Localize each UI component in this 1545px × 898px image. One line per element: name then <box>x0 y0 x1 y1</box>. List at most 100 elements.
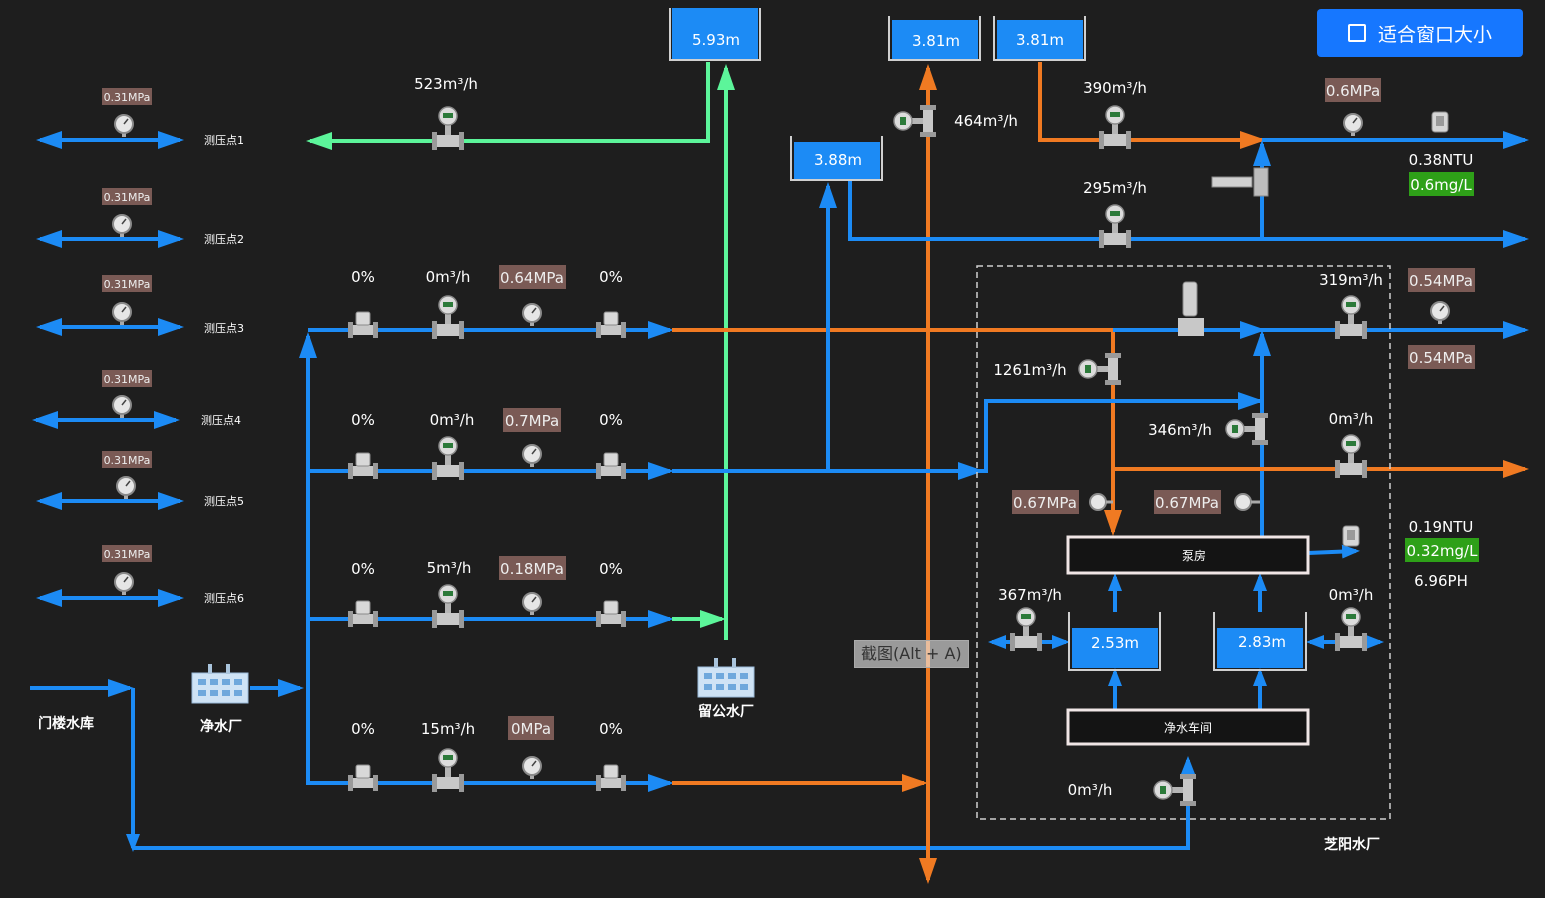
pressure-point-3-value: 0.31MPa <box>104 278 151 291</box>
tank-b-level: 3.81m <box>1016 31 1064 49</box>
flowmeter-icon[interactable] <box>1009 607 1043 652</box>
pressure-point-4[interactable]: 0.31MPa 测压点4 <box>102 370 241 427</box>
gauge-icon <box>112 302 132 326</box>
flowmeter-icon[interactable] <box>1078 352 1122 386</box>
bottom-return-pipe <box>133 756 1195 850</box>
flowmeter-icon[interactable] <box>1334 295 1368 340</box>
valve-icon[interactable] <box>347 600 379 628</box>
line-3-flow: 5m³/h <box>427 559 472 577</box>
pool-left: 2.53m <box>1068 612 1161 671</box>
gauge-icon <box>114 572 134 596</box>
fit-window-label: 适合窗口大小 <box>1377 23 1492 46</box>
jingshuichang-icon[interactable] <box>191 663 249 704</box>
flowmeter-icon[interactable] <box>1098 105 1132 150</box>
pressure-pump-right: 0.67MPa <box>1155 494 1219 512</box>
chlorine-bottom: 0.32mg/L <box>1407 542 1479 560</box>
pressure-points: 0.31MPa 测压点1 0.31MPa 测压点2 0.31MPa 测压点3 0… <box>102 88 244 605</box>
valve-icon[interactable] <box>347 311 379 339</box>
gauge-icon <box>522 444 542 468</box>
pressure-point-2[interactable]: 0.31MPa 测压点2 <box>102 188 244 246</box>
chlorine-injector[interactable] <box>1211 167 1269 197</box>
flowmeter-icon[interactable] <box>431 584 465 629</box>
flow-464: 464m³/h <box>954 112 1018 130</box>
branch-line-1: 0% 0m³/h 0.64MPa 0% <box>347 265 627 340</box>
ntu-top: 0.38NTU <box>1409 151 1474 169</box>
pressure-point-6-value: 0.31MPa <box>104 548 151 561</box>
flowmeter-icon[interactable] <box>1334 607 1368 652</box>
tank-c: 3.88m <box>790 136 883 181</box>
pressure-top-right: 0.6MPa <box>1326 82 1380 100</box>
line-2-pressure: 0.7MPa <box>505 412 559 430</box>
pump-house-label: 泵房 <box>1182 548 1206 563</box>
pressure-point-1-label: 测压点1 <box>204 134 244 147</box>
flow-367: 367m³/h <box>998 586 1062 604</box>
screenshot-tooltip: 截图(Alt + A) <box>854 640 969 668</box>
flow-523: 523m³/h <box>414 75 478 93</box>
checkbox-icon <box>1347 24 1366 42</box>
pressure-point-2-value: 0.31MPa <box>104 191 151 204</box>
flow-390: 390m³/h <box>1083 79 1147 97</box>
flow-346: 346m³/h <box>1148 421 1212 439</box>
pressure-point-5[interactable]: 0.31MPa 测压点5 <box>102 451 244 508</box>
flowmeter-icon[interactable] <box>431 106 465 151</box>
pressure-mid-right-2: 0.54MPa <box>1409 349 1473 367</box>
valve-icon[interactable] <box>347 452 379 480</box>
pressure-point-6[interactable]: 0.31MPa 测压点6 <box>102 545 244 605</box>
pressure-point-3-label: 测压点3 <box>204 322 244 335</box>
tanks: 5.93m 3.81m 3.81m 3.88m 2.53m 2.83m <box>669 8 1307 671</box>
pressure-point-1[interactable]: 0.31MPa 测压点1 <box>102 88 244 147</box>
pressure-point-5-label: 测压点5 <box>204 495 244 508</box>
line-1-flow: 0m³/h <box>426 268 471 286</box>
pool-right: 2.83m <box>1213 612 1307 671</box>
liugong-plant-icon[interactable] <box>697 657 755 698</box>
tank-liugong-level: 5.93m <box>692 31 740 49</box>
valve-icon[interactable] <box>595 452 627 480</box>
flowmeter-icon[interactable] <box>431 295 465 340</box>
flow-0-bottom: 0m³/h <box>1068 781 1113 799</box>
line-1-valve-out: 0% <box>599 268 623 286</box>
pressure-point-6-label: 测压点6 <box>204 592 244 605</box>
pool-left-level: 2.53m <box>1091 634 1139 652</box>
pump-house-box[interactable] <box>1066 535 1310 575</box>
jingshuichang-label: 净水厂 <box>200 718 242 735</box>
line-3-valve-in: 0% <box>351 560 375 578</box>
pressure-point-5-value: 0.31MPa <box>104 454 151 467</box>
turbidity-sensor-icon[interactable] <box>1431 111 1449 133</box>
line-3-pressure: 0.18MPa <box>500 560 564 578</box>
valve-icon[interactable] <box>347 764 379 792</box>
pressure-mid-right-1: 0.54MPa <box>1409 272 1473 290</box>
tank-c-level: 3.88m <box>814 151 862 169</box>
green-pipe-top <box>306 62 710 150</box>
plant-inlet-valve[interactable] <box>1178 281 1204 336</box>
tank-b-outlet <box>1038 62 1266 149</box>
pressure-point-3[interactable]: 0.31MPa 测压点3 <box>102 275 244 335</box>
flowmeter-icon[interactable] <box>1153 773 1197 807</box>
line-2-valve-in: 0% <box>351 411 375 429</box>
purify-workshop-box[interactable] <box>1066 708 1310 746</box>
pump-small-outlet <box>1307 544 1360 559</box>
gauge-icon <box>1234 493 1260 511</box>
flowmeter-icon[interactable] <box>431 436 465 481</box>
valve-icon[interactable] <box>595 311 627 339</box>
valve-icon[interactable] <box>595 600 627 628</box>
flowmeter-icon[interactable] <box>1098 204 1132 249</box>
flowmeter-icon[interactable] <box>893 104 937 138</box>
tank-liugong: 5.93m <box>669 8 761 61</box>
pipes <box>30 62 1529 884</box>
turbidity-sensor-icon[interactable] <box>1342 525 1360 547</box>
gauge-icon <box>112 395 132 419</box>
line-2-valve-out: 0% <box>599 411 623 429</box>
zhiyang-boundary <box>976 265 1391 820</box>
flowmeter-icon[interactable] <box>431 748 465 793</box>
valve-icon[interactable] <box>595 764 627 792</box>
pressure-point-4-label: 测压点4 <box>201 414 241 427</box>
flowmeter-icon[interactable] <box>1334 434 1368 479</box>
branch-line-4: 0% 15m³/h 0MPa 0% <box>347 716 627 793</box>
menlou-label: 门楼水库 <box>38 715 94 732</box>
purify-workshop-label: 净水车间 <box>1164 720 1212 735</box>
flowmeter-icon[interactable] <box>1225 412 1269 446</box>
ph-bottom: 6.96PH <box>1414 572 1468 590</box>
line-1-valve-in: 0% <box>351 268 375 286</box>
gauge-icon <box>1089 493 1113 511</box>
fit-window-button[interactable]: 适合窗口大小 <box>1317 9 1523 57</box>
